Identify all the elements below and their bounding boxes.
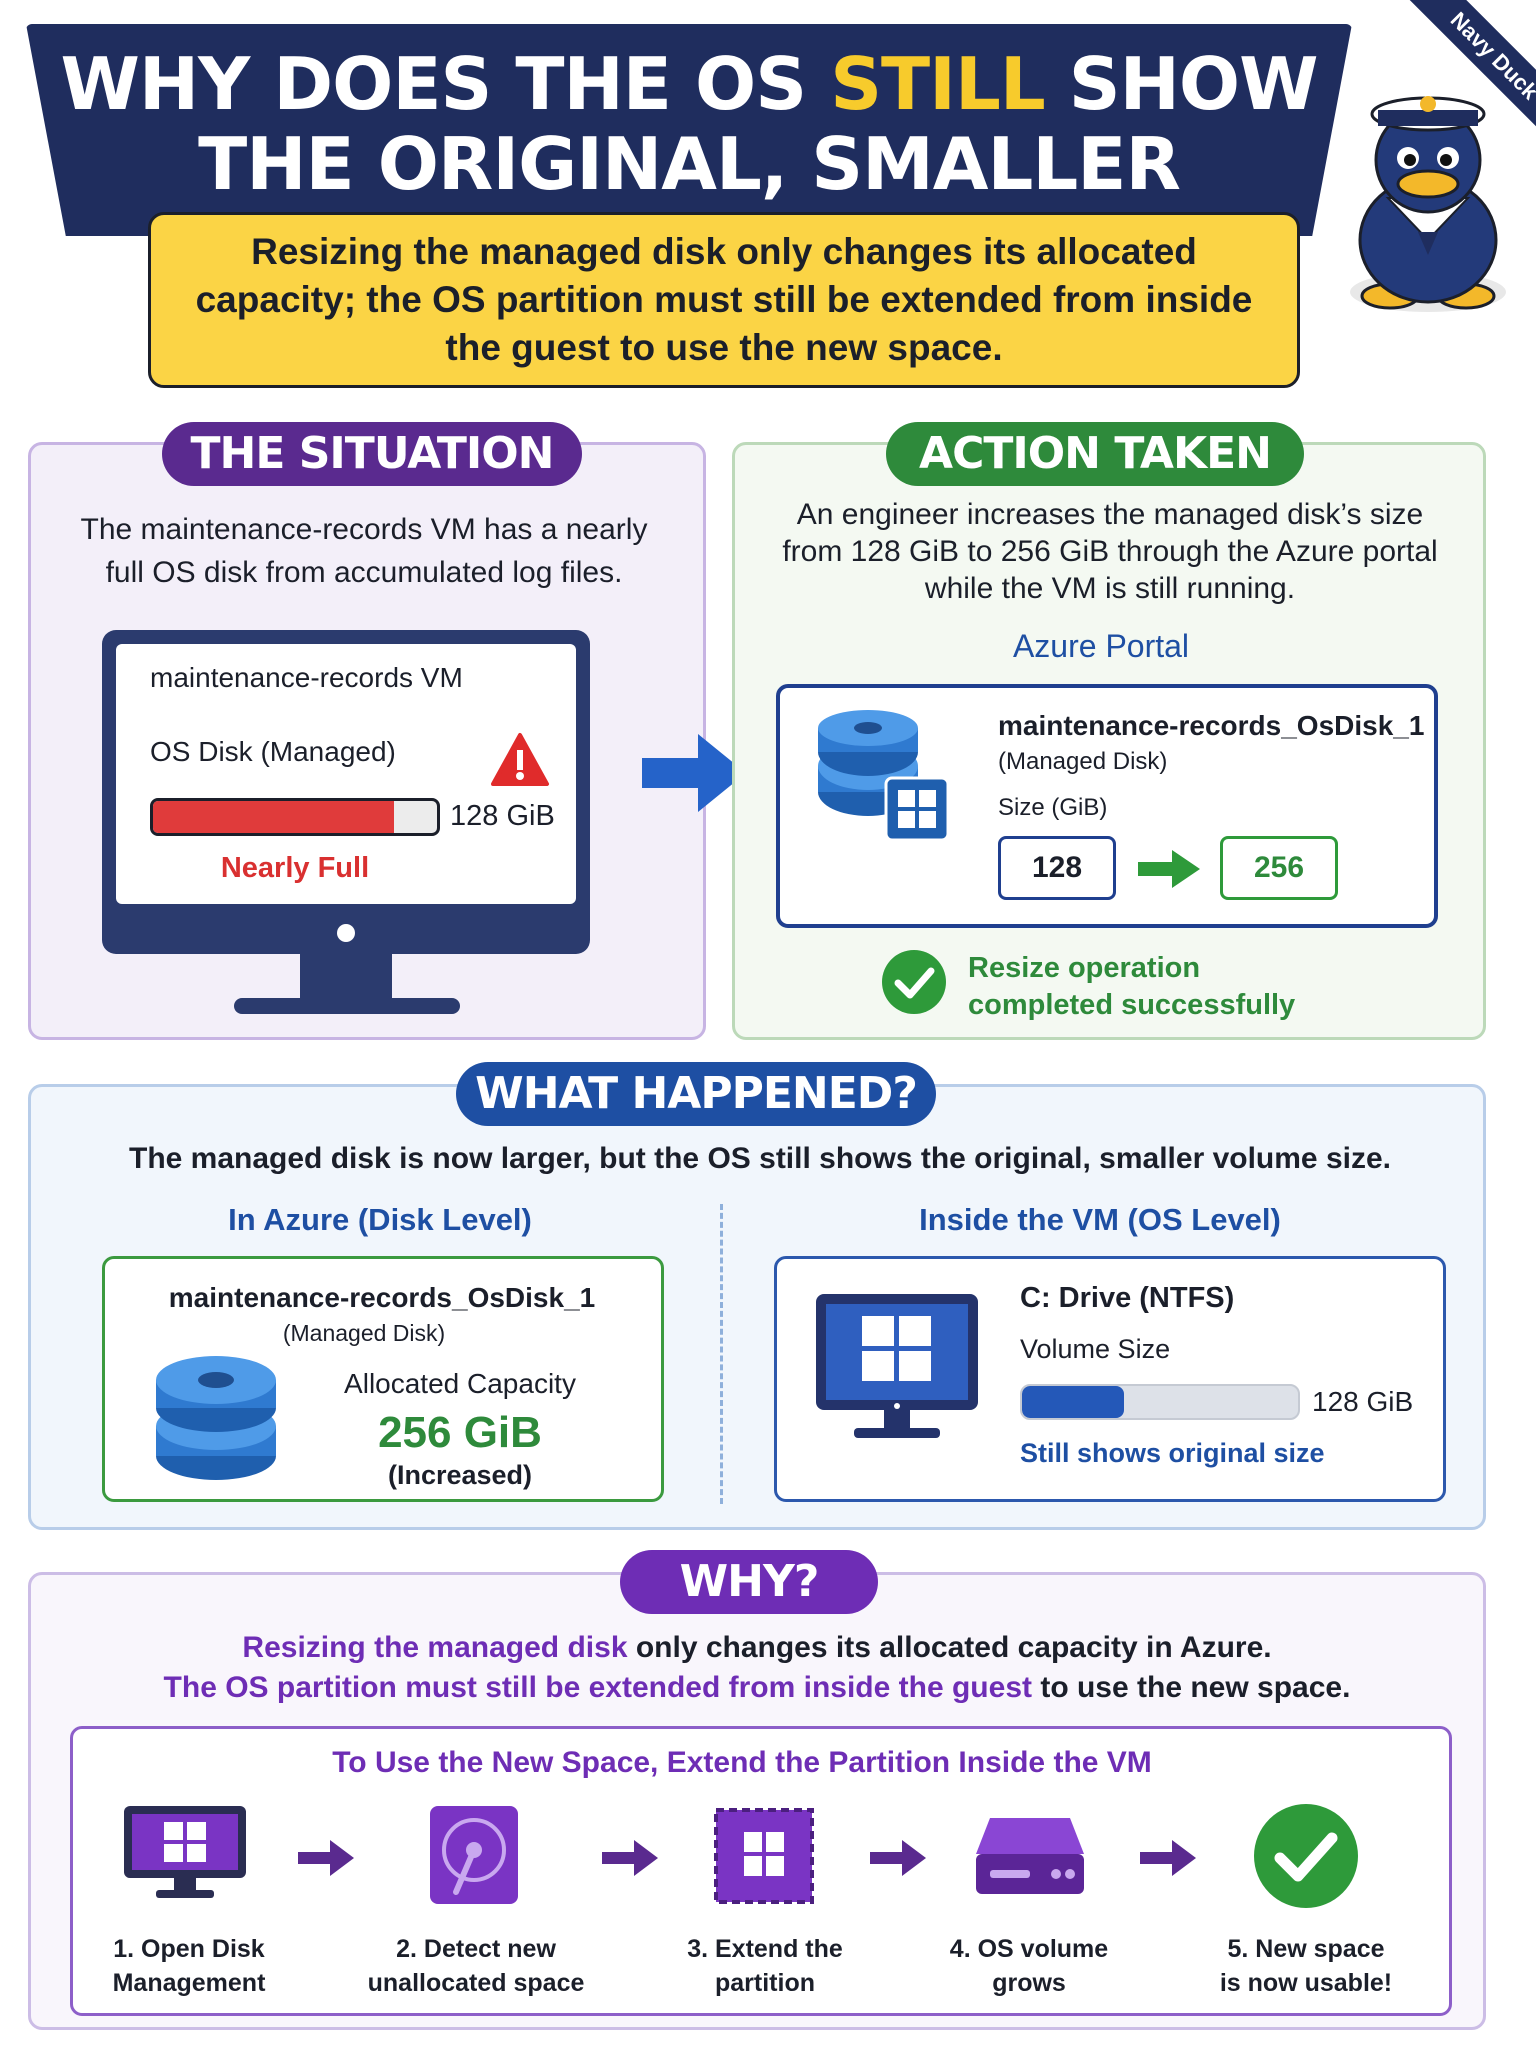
portal-size-label: Size (GiB) [998,794,1108,821]
volume-size-note: Still shows original size [1020,1438,1325,1468]
os-disk-usage-fill [153,801,395,833]
why-explanation: Resizing the managed disk only changes i… [163,1631,1351,1704]
allocated-capacity-value: 256 GiB [378,1408,542,1457]
monitor-base [234,998,460,1014]
monitor-power-dot [337,924,355,942]
situation-description: The maintenance-records VM has a nearly … [80,513,648,589]
step-arrow-icon [602,1840,658,1876]
subtitle-box: Resizing the managed disk only changes i… [148,212,1300,388]
warning-icon [491,733,549,786]
arrow-right-icon [642,734,746,812]
managed-disk-icon [818,710,950,842]
page-title-line1: WHY DOES THE OS STILL SHOW [60,42,1318,126]
os-disk-usage-bar [150,798,440,836]
volume-size-label: Volume Size [1020,1334,1171,1364]
disk-status: Nearly Full [220,852,370,884]
why-heading: WHY? [620,1550,878,1614]
os-level-heading: Inside the VM (OS Level) [919,1202,1281,1237]
navy-duck-mascot-icon [1350,96,1506,312]
step-arrow-icon [298,1840,354,1876]
os-disk-size: 128 GiB [450,800,555,832]
new-size-field[interactable]: 256 [1220,836,1338,900]
success-check-icon [882,950,946,1014]
allocated-capacity-note: (Increased) [387,1460,533,1490]
situation-heading: THE SITUATION [162,422,582,486]
azure-disk-icon [156,1356,276,1480]
volume-size-value: 128 GiB [1312,1386,1414,1417]
section-divider [720,1204,723,1504]
azure-disk-type: (Managed Disk) [282,1320,446,1346]
steps-heading: To Use the New Space, Extend the Partiti… [332,1746,1152,1779]
azure-portal-label: Azure Portal [1012,628,1190,664]
portal-disk-type: (Managed Disk) [998,748,1168,775]
os-disk-label: OS Disk (Managed) [150,736,396,767]
drive-name: C: Drive (NTFS) [1020,1282,1235,1314]
action-heading: ACTION TAKEN [886,422,1304,486]
what-happened-summary: The managed disk is now larger, but the … [129,1142,1391,1175]
check-circle-icon [1254,1804,1358,1908]
step-arrow-icon [1140,1840,1196,1876]
azure-level-heading: In Azure (Disk Level) [228,1202,532,1237]
old-size-field[interactable]: 128 [998,836,1116,900]
what-happened-heading: WHAT HAPPENED? [456,1062,936,1126]
allocated-capacity-label: Allocated Capacity [344,1368,576,1399]
volume-size-bar [1020,1384,1300,1420]
resize-result-line1: Resize operation [968,952,1201,984]
volume-size-fill [1022,1386,1125,1418]
vm-name: maintenance-records VM [150,662,463,693]
arrow-right-green-icon [1138,850,1200,888]
action-description: An engineer increases the managed disk’s… [782,498,1438,605]
portal-disk-name: maintenance-records_OsDisk_1 [998,710,1425,741]
resize-result: Resize operation completed successfully [968,950,1295,1024]
drive-icon [976,1818,1084,1894]
vm-monitor-windows-icon [816,1294,978,1438]
header-banner [26,24,1352,236]
resize-result-line2: completed successfully [968,989,1296,1021]
azure-disk-name: maintenance-records_OsDisk_1 [168,1282,596,1313]
step-arrow-icon [870,1840,926,1876]
partition-icon [714,1808,814,1904]
monitor-neck [300,954,392,1004]
hard-drive-icon [430,1806,518,1904]
monitor-windows-icon [124,1806,246,1898]
